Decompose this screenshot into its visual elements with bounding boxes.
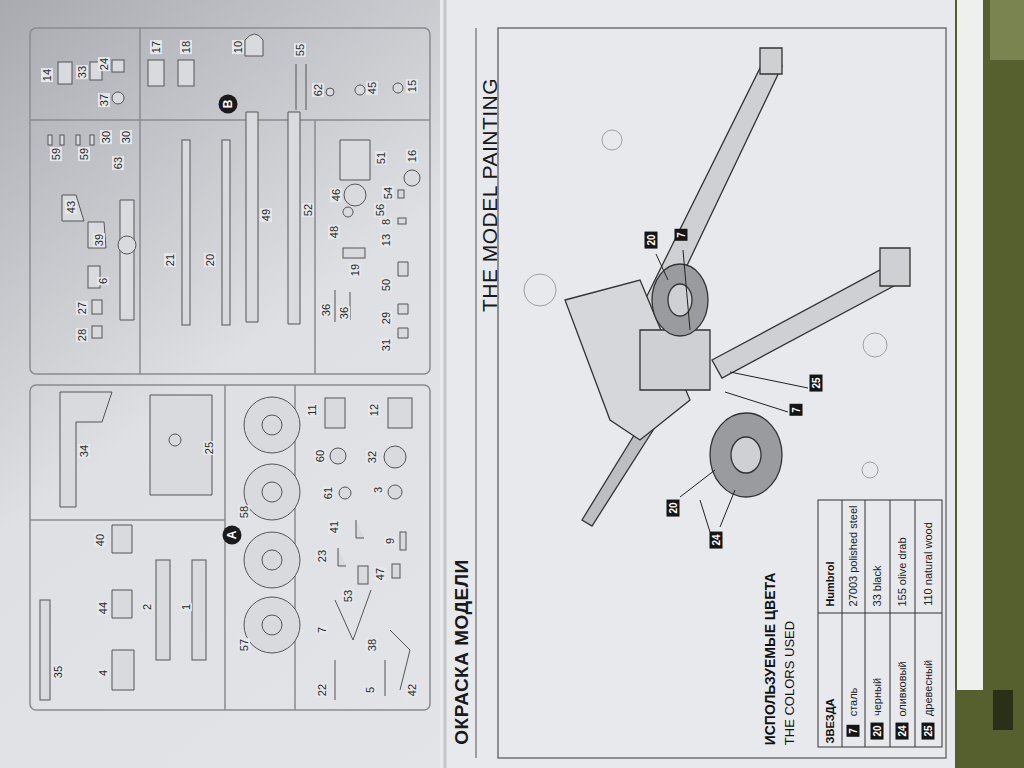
callout-number: 7 <box>675 229 688 241</box>
part-number: 60 <box>314 449 326 463</box>
part-number: 29 <box>380 311 392 325</box>
sprue-letter: B <box>219 95 238 114</box>
part-number: 54 <box>382 186 394 200</box>
part-number: 38 <box>366 638 378 652</box>
part-number: 36 <box>320 303 332 317</box>
table-cell: черный <box>871 678 883 716</box>
part-number: 13 <box>380 233 392 247</box>
callout-number: 20 <box>871 722 884 739</box>
part-number: 49 <box>260 208 272 222</box>
table-cell: 27003 polished steel <box>847 505 859 606</box>
part-number: 42 <box>406 683 418 697</box>
part-number: 8 <box>380 218 392 226</box>
part-number: 36 <box>338 306 350 320</box>
part-number: 59 <box>50 147 62 161</box>
part-number: 1 <box>180 603 192 611</box>
callout-number: 20 <box>667 499 680 516</box>
part-number: 47 <box>374 567 386 581</box>
part-number: 30 <box>120 130 132 144</box>
table-cell: сталь <box>847 687 859 716</box>
part-number: 56 <box>374 203 386 217</box>
part-number: 48 <box>328 225 340 239</box>
part-number: 53 <box>342 589 354 603</box>
part-number: 2 <box>141 603 153 611</box>
part-number: 63 <box>112 156 124 170</box>
table-header: Humbrol <box>824 561 836 606</box>
part-number: 51 <box>375 151 387 165</box>
part-number: 19 <box>349 263 361 277</box>
callout-number: 7 <box>790 404 803 416</box>
table-cell: 155 olive drab <box>896 537 908 606</box>
part-number: 22 <box>316 683 328 697</box>
part-number: 41 <box>328 520 340 534</box>
part-number: 55 <box>294 43 306 57</box>
part-number: 57 <box>238 638 250 652</box>
part-number: 32 <box>366 450 378 464</box>
part-number: 46 <box>330 188 342 202</box>
part-number: 58 <box>238 505 250 519</box>
part-number: 44 <box>97 601 109 615</box>
part-number: 7 <box>316 626 328 634</box>
part-number: 6 <box>97 277 109 285</box>
part-number: 14 <box>41 68 53 82</box>
part-number: 5 <box>364 686 376 694</box>
part-number: 35 <box>52 665 64 679</box>
part-number: 17 <box>150 40 162 54</box>
part-number: 37 <box>98 93 110 107</box>
page-title: ОКРАСКА МОДЕЛИ <box>452 559 473 745</box>
part-number: 30 <box>100 130 112 144</box>
table-cell: оливковый <box>896 661 908 716</box>
table-title: ИСПОЛЬЗУЕМЫЕ ЦВЕТА <box>763 572 778 745</box>
part-number: 50 <box>380 278 392 292</box>
part-number: 59 <box>78 147 90 161</box>
part-number: 28 <box>76 328 88 342</box>
part-number: 4 <box>97 669 109 677</box>
callout-number: 25 <box>810 374 823 391</box>
part-number: 9 <box>384 537 396 545</box>
part-number: 25 <box>203 441 215 455</box>
part-number: 15 <box>406 79 418 93</box>
part-number: 12 <box>368 403 380 417</box>
table-title: THE COLORS USED <box>783 621 797 745</box>
part-number: 40 <box>94 533 106 547</box>
part-number: 21 <box>164 253 176 267</box>
callout-number: 25 <box>922 722 935 739</box>
section-title: THE MODEL PAINTING <box>478 78 501 312</box>
part-number: 24 <box>98 57 110 71</box>
callout-number: 7 <box>847 725 860 737</box>
callout-number: 24 <box>896 722 909 739</box>
part-number: 11 <box>306 403 318 416</box>
table-header: ЗВЕЗДА <box>824 698 836 743</box>
part-number: 18 <box>180 40 192 54</box>
part-number: 39 <box>93 233 105 247</box>
part-number: 20 <box>204 253 216 267</box>
part-number: 61 <box>322 486 334 500</box>
part-number: 52 <box>302 203 314 217</box>
part-number: 33 <box>76 65 88 79</box>
part-number: 10 <box>232 40 244 54</box>
table-cell: древесный <box>922 660 934 716</box>
part-number: 16 <box>406 149 418 163</box>
table-cell: 110 natural wood <box>922 522 934 606</box>
part-number: 23 <box>316 549 328 563</box>
part-number: 34 <box>78 444 90 458</box>
callout-number: 20 <box>645 231 658 248</box>
part-number: 45 <box>366 81 378 95</box>
part-number: 62 <box>312 83 324 97</box>
sprue-letter: A <box>223 526 242 545</box>
part-number: 43 <box>65 200 77 214</box>
callout-number: 24 <box>710 531 723 548</box>
table-cell: 33 black <box>871 565 883 606</box>
part-number: 3 <box>372 486 384 494</box>
part-number: 31 <box>380 338 392 352</box>
part-number: 27 <box>76 301 88 315</box>
